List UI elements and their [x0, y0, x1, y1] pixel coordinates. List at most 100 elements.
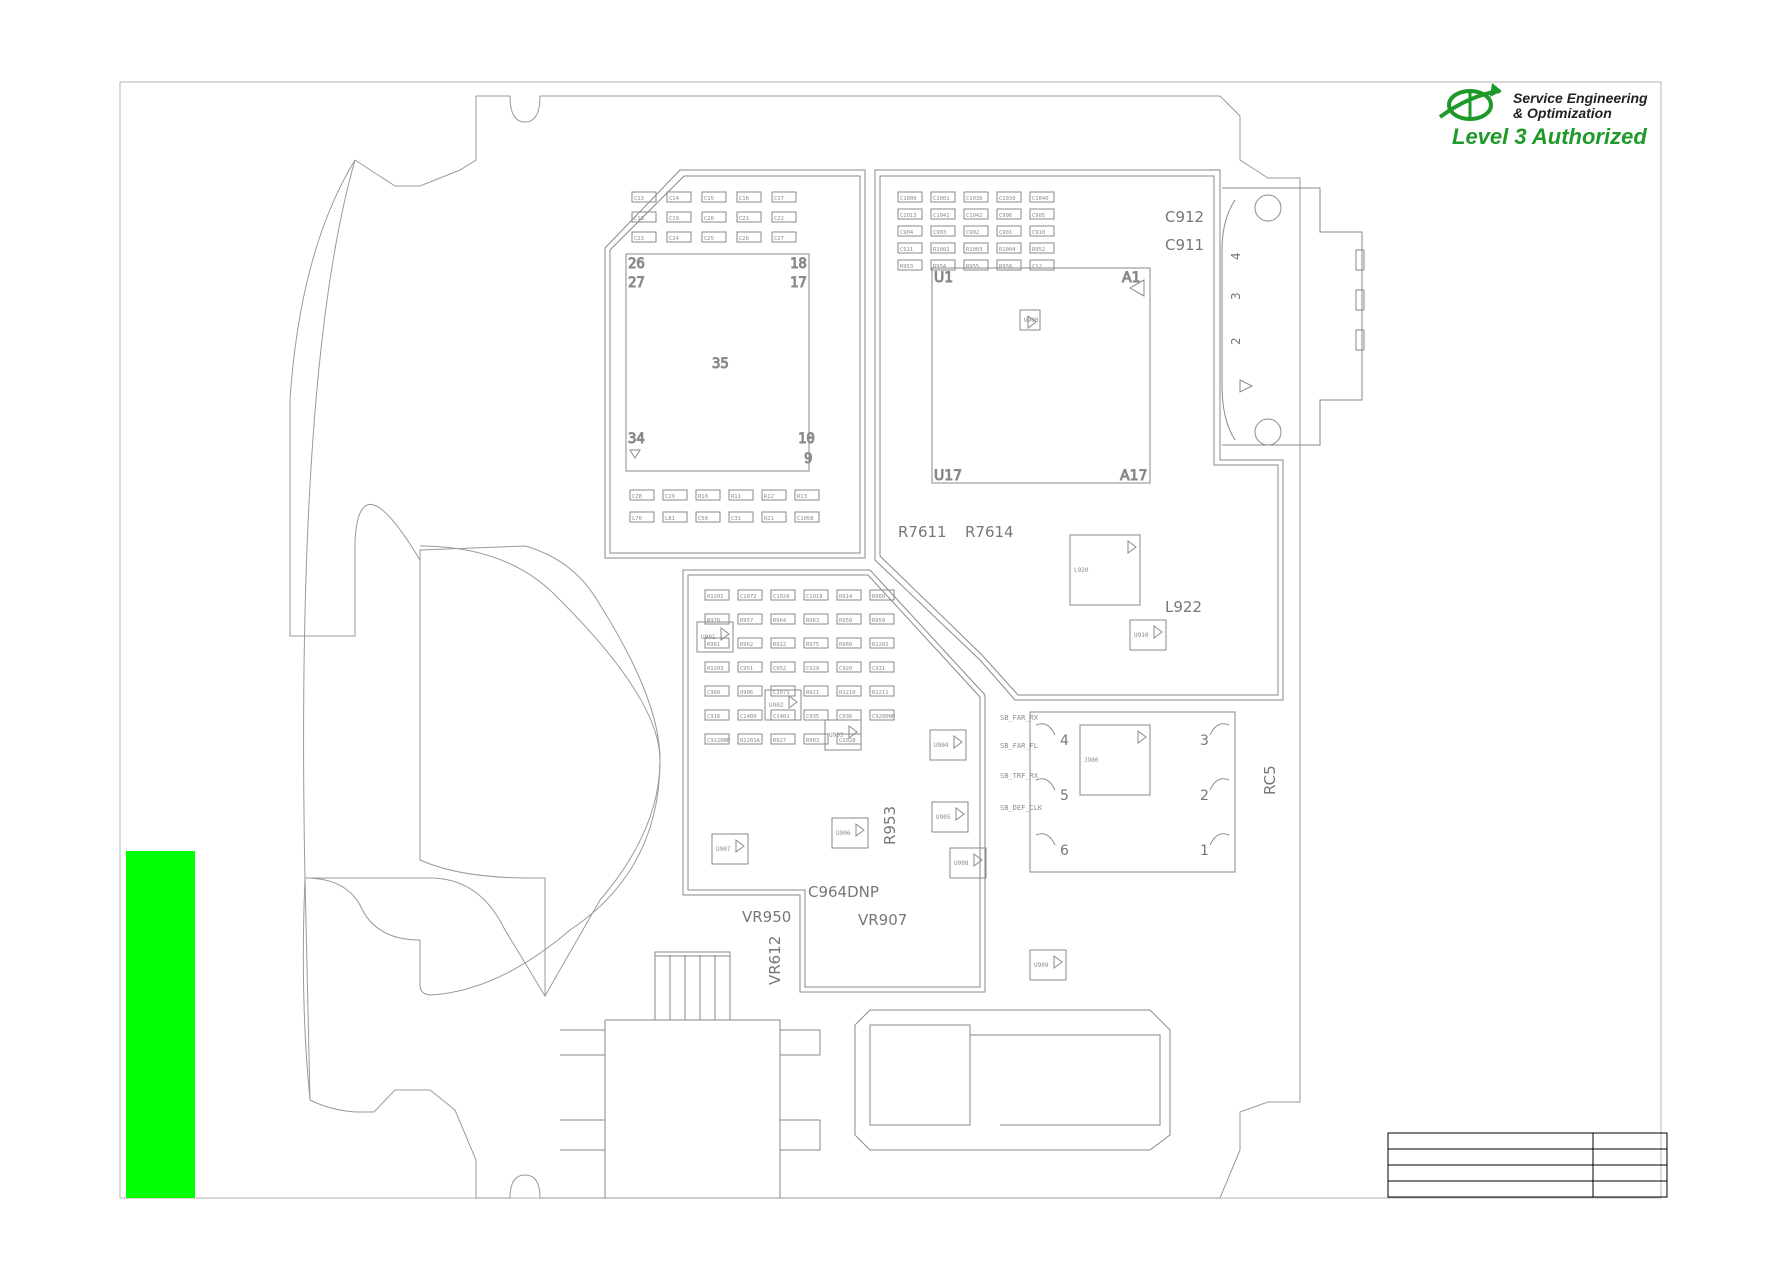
ic-body [929, 729, 967, 761]
smd-ref-label: C1058 [797, 516, 814, 522]
pin1-marker [973, 853, 983, 867]
smd-component: C27 [771, 231, 797, 243]
smd-body [631, 211, 657, 223]
sim-holder [1029, 711, 1236, 873]
smd-ref-label: R975 [806, 642, 819, 648]
smd-body [963, 242, 989, 254]
smd-component: R927 [770, 733, 796, 745]
smd-component: R959 [869, 613, 895, 625]
smd-body [695, 489, 721, 501]
smd-ref-label: R958 [839, 618, 852, 624]
smd-body [770, 733, 796, 745]
smd-body [803, 685, 829, 697]
smd-ref-label: R927 [773, 738, 786, 744]
smd-ref-label: C1013 [900, 213, 917, 219]
smd-component: R964 [770, 613, 796, 625]
ic-body [711, 833, 749, 865]
smd-body [770, 637, 796, 649]
smd-body [666, 231, 692, 243]
title-block [1387, 1132, 1668, 1198]
logo-line-3: Level 3 Authorized [1452, 124, 1647, 149]
ref-l922: L922 [1165, 598, 1202, 616]
ic-body [831, 817, 869, 849]
smd-ref-label: C1400 [740, 714, 757, 720]
smd-ref-label: R952 [1032, 247, 1045, 253]
smd-ref-label: C920 [839, 666, 852, 672]
smd-component: R10 [695, 489, 721, 501]
smd-component: C26 [736, 231, 762, 243]
ref-vr950: VR950 [742, 908, 791, 926]
smd-component: R12 [761, 489, 787, 501]
smd-component: C1400 [737, 709, 763, 721]
smd-component: R921 [803, 685, 829, 697]
smd-ref-label: R961 [707, 642, 720, 648]
smd-component: R961 [704, 637, 730, 649]
rf-pin-26: 26 [628, 256, 645, 272]
rf-ic-body [625, 253, 810, 472]
smd-ref-label: C905 [1032, 213, 1045, 219]
smd-ref-label: C916 [707, 714, 720, 720]
logo-line-2: & Optimization [1513, 105, 1612, 121]
smd-body [631, 191, 657, 203]
smd-ref-label: C12 [1032, 264, 1042, 270]
smd-body [771, 211, 797, 223]
smd-component: C1036 [963, 191, 989, 203]
ic-ref-label: U902 [769, 702, 784, 709]
smd-body [770, 685, 796, 697]
smd-body [836, 661, 862, 673]
smd-body [770, 589, 796, 601]
smd-component: C931 [869, 661, 895, 673]
smd-component: R963 [803, 613, 829, 625]
ic-ref-label: J900 [1084, 757, 1099, 764]
smd-ref-label: R921 [806, 690, 819, 696]
smd-body [996, 259, 1022, 271]
pin1-marker [855, 823, 865, 837]
sim-pin-3: 3 [1200, 733, 1209, 749]
smd-component: C9220NP [704, 733, 731, 745]
smd-ref-label: C1041 [933, 213, 950, 219]
smd-ref-label: C1036 [966, 196, 983, 202]
smd-body [794, 489, 820, 501]
smd-body [704, 733, 730, 745]
ref-r7614: R7614 [965, 523, 1014, 541]
smd-ref-label: C1028 [839, 738, 856, 744]
smd-ref-label: R1201A [740, 738, 761, 744]
ic-body [1079, 724, 1151, 796]
smd-ref-label: C20 [704, 216, 714, 222]
smd-ref-label: R1210 [839, 690, 856, 696]
smd-ref-label: C29 [665, 494, 675, 500]
smd-body [803, 613, 829, 625]
smd-component: C13 [631, 191, 657, 203]
smd-ref-label: L70 [632, 516, 642, 522]
connector-pin-3: 3 [1229, 292, 1243, 300]
smd-ref-label: C14 [669, 196, 680, 202]
smd-body [869, 589, 895, 601]
smd-body [770, 661, 796, 673]
smd-component: C1018 [803, 589, 829, 601]
smd-body [704, 661, 730, 673]
smd-body [869, 661, 895, 673]
smd-body [869, 613, 895, 625]
pin1-marker [788, 695, 798, 709]
audio-shield-outline [682, 569, 986, 993]
smd-body [930, 225, 956, 237]
smd-component: C1001 [930, 191, 956, 203]
smd-body [897, 208, 923, 220]
smd-component: R960 [869, 589, 895, 601]
smd-body [897, 191, 923, 203]
smd-body [1029, 208, 1055, 220]
ic-body [764, 689, 802, 721]
smd-ref-label: C904 [900, 230, 914, 236]
smd-ref-label: C901 [999, 230, 1012, 236]
smd-component: R21 [761, 511, 787, 523]
smd-component: R955 [963, 259, 989, 271]
smd-ref-label: R956 [999, 264, 1012, 270]
rf-ic-center: 35 [712, 356, 729, 372]
smd-component: C31 [728, 511, 754, 523]
ic-component: U908 [949, 847, 987, 879]
speaker-cutout [304, 545, 661, 996]
smd-ref-label: R12 [764, 494, 774, 500]
main-shield-outline [874, 169, 1284, 701]
smd-component: R1211 [869, 685, 895, 697]
smd-ref-label: R955 [966, 264, 979, 270]
